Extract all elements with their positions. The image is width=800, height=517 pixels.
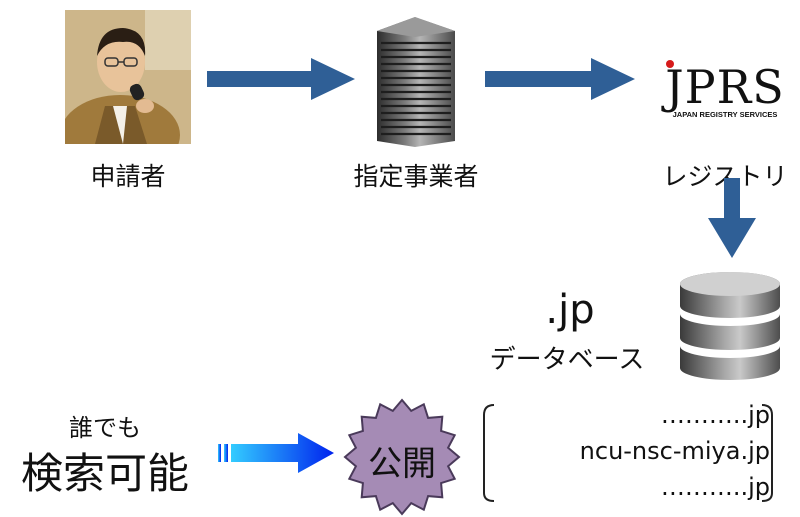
- applicant-label: 申請者: [90, 162, 166, 191]
- arrow-publish: [218, 433, 334, 473]
- domain-item: ………..jp: [660, 473, 770, 501]
- anyone-label: 誰でも: [69, 414, 141, 442]
- arrow-registry-to-database: [708, 178, 756, 258]
- jprs-logo: JPRS JAPAN REGISTRY SERVICES: [660, 60, 790, 124]
- arrow-registrar-to-registry: [485, 58, 635, 100]
- jprs-logo-subtitle: JAPAN REGISTRY SERVICES: [672, 110, 778, 119]
- domain-item: ………..jp: [660, 401, 770, 429]
- arrow-applicant-to-registrar: [207, 58, 355, 100]
- star-badge-shape: [343, 398, 461, 516]
- database-icon: [680, 272, 780, 380]
- domain-list: ………..jp ncu-nsc-miya.jp ………..jp: [500, 397, 770, 505]
- domain-item: ncu-nsc-miya.jp: [579, 437, 770, 465]
- database-label: データベース: [489, 345, 645, 375]
- applicant-photo: [65, 10, 191, 144]
- registrar-label: 指定事業者: [353, 162, 479, 191]
- server-building-icon: [377, 17, 455, 147]
- searchable-label: 検索可能: [20, 449, 189, 498]
- database-title: .jp: [545, 287, 595, 333]
- publish-badge-label: 公開: [368, 444, 436, 484]
- domain-list-brackets: [483, 404, 773, 502]
- jprs-logo-text: JPRS: [665, 60, 785, 114]
- publish-star-badge: [343, 398, 461, 516]
- jprs-logo-dot: [666, 60, 674, 68]
